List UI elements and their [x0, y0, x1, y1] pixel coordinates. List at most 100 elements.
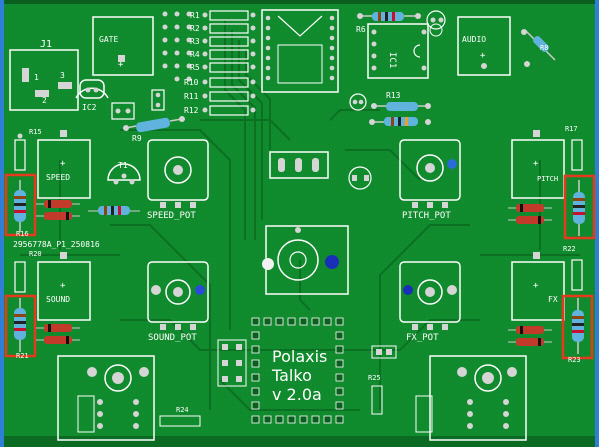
- bottom-edge: [4, 436, 595, 447]
- pitch-diode-array: [508, 204, 552, 224]
- t1-label: T1: [118, 161, 128, 170]
- r5-label: R5: [190, 63, 200, 72]
- serial-number: 2956778A_P1_250816: [13, 240, 100, 249]
- bottom-right-switch-footprint: [415, 355, 527, 441]
- highlight-box-r16: [4, 173, 37, 237]
- r18-resistor: [573, 180, 585, 236]
- fx-label: FX: [548, 295, 558, 304]
- speed-plus: +: [60, 159, 66, 169]
- ic2-regulator: [75, 79, 109, 99]
- r17-outline: [571, 139, 583, 171]
- r16-resistor: [14, 180, 26, 232]
- audio-plus: +: [480, 51, 486, 61]
- r25-label: R25: [368, 374, 381, 382]
- title-line-3: v 2.0a: [272, 385, 322, 404]
- r22-label: R22: [563, 245, 576, 253]
- pitch-plus: +: [533, 159, 539, 169]
- r6-label: R6: [356, 25, 366, 34]
- r24-label: R24: [176, 406, 189, 414]
- highlight-box-r23: [561, 294, 594, 360]
- capacitor-c5: [348, 166, 372, 190]
- r20-outline: [14, 261, 26, 293]
- r8-resistor: [521, 29, 556, 67]
- r14-resistor: [369, 117, 431, 126]
- top-via-row: [162, 11, 192, 82]
- r22-outline: [571, 259, 583, 291]
- r23-resistor: [572, 298, 584, 354]
- title-line-1: Polaxis: [272, 347, 327, 366]
- r9-resistor: [123, 116, 185, 133]
- highlight-box-r18: [563, 174, 596, 240]
- gate-plus: +: [118, 60, 124, 70]
- pitch-label: PITCH: [537, 175, 558, 183]
- r13-resistor: [371, 102, 431, 111]
- r11-label: R11: [184, 92, 199, 101]
- sound-diode-array: [36, 324, 80, 344]
- t1-transistor: [107, 163, 141, 185]
- r6-resistor: [357, 12, 421, 21]
- title-line-2: Talko: [271, 366, 312, 385]
- j1-pin3: 3: [60, 71, 65, 80]
- sound-label: SOUND: [46, 295, 70, 304]
- speed-jack-footprint: [37, 130, 91, 199]
- top-edge: [4, 0, 595, 4]
- pitch-pot-footprint: [399, 139, 461, 208]
- small-header-grid: [217, 339, 247, 387]
- r10-label: R10: [184, 78, 199, 87]
- j1-pin1: 1: [34, 73, 39, 82]
- r15-label: R15: [29, 128, 42, 136]
- gate-jack-footprint: [92, 16, 154, 76]
- r23-label: R23: [568, 356, 581, 364]
- center-header: [269, 151, 329, 179]
- r15-outline: [14, 133, 26, 171]
- pitch-jack-footprint: [511, 130, 565, 199]
- r16-label: R16: [16, 230, 29, 238]
- j1-pin2: 2: [42, 96, 47, 105]
- capacitor-c4: [349, 93, 367, 111]
- fx-jack-footprint: [511, 252, 565, 321]
- r1-label: R1: [190, 11, 200, 20]
- module-footprint: [261, 9, 339, 93]
- r12-label: R12: [184, 106, 199, 115]
- r3-label: R3: [190, 37, 200, 46]
- fx-pot-label: FX_POT: [406, 333, 439, 343]
- small-pad-pair: [371, 345, 397, 359]
- sound-jack-footprint: [37, 252, 91, 321]
- audio-jack-footprint: [457, 16, 511, 76]
- audio-label: AUDIO: [462, 35, 486, 44]
- capacitor-c2: [426, 10, 446, 37]
- j1-label: J1: [40, 39, 52, 50]
- speed-pot-footprint: [147, 139, 209, 208]
- sound-pot-label: SOUND_POT: [148, 333, 197, 343]
- speed-label: SPEED: [46, 173, 70, 182]
- r21-label: R21: [16, 352, 29, 360]
- r25-outline: [371, 385, 383, 415]
- r2-label: R2: [190, 24, 200, 33]
- sound-plus: +: [60, 281, 66, 291]
- r4-label: R4: [190, 50, 200, 59]
- r20-label: R20: [29, 250, 42, 258]
- j1-jack-footprint: [9, 49, 79, 111]
- r8-label: R8: [540, 44, 548, 52]
- center-encoder-footprint: [262, 225, 349, 295]
- bottom-left-switch-footprint: [57, 355, 155, 441]
- r24-outline: [159, 415, 201, 427]
- r21-resistor: [14, 298, 26, 352]
- fx-diode-array: [508, 326, 552, 346]
- r9-label: R9: [132, 134, 142, 143]
- fx-pot-footprint: [399, 261, 461, 330]
- sound-pot-footprint: [147, 261, 209, 330]
- bottom-pad-grid: [251, 317, 344, 424]
- capacitor-c3: [151, 89, 165, 111]
- resistor-pad-stack: [202, 12, 256, 113]
- ic1-label: IC1: [387, 52, 397, 68]
- ic1-socket: [367, 23, 429, 79]
- traces: [20, 20, 580, 411]
- speed-pot-label: SPEED_POT: [147, 211, 196, 221]
- ic2-label: IC2: [82, 103, 97, 112]
- speed-diode-array: [36, 200, 140, 220]
- r13-label: R13: [386, 91, 401, 100]
- r17-label: R17: [565, 125, 578, 133]
- fx-plus: +: [533, 281, 539, 291]
